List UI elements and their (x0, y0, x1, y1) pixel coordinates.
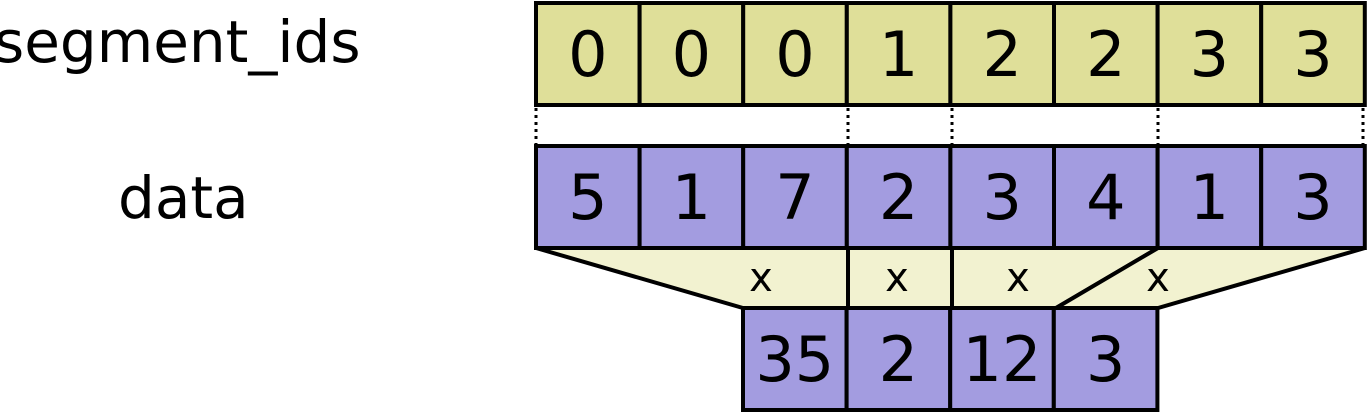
segment-id-cell-value: 0 (672, 18, 711, 91)
operator-label: x (749, 255, 773, 301)
result-cell-value: 35 (755, 323, 834, 396)
data-cell-value: 1 (672, 161, 711, 234)
segment-id-cell: 3 (1155, 1, 1264, 107)
data-cell-value: 3 (1293, 161, 1332, 234)
data-cell-value: 4 (1086, 161, 1125, 234)
segment-id-cell: 0 (534, 1, 642, 107)
segment-id-cell-value: 0 (775, 18, 814, 91)
result-cell: 3 (1051, 306, 1160, 412)
segment-ids-label: segment_ids (0, 8, 361, 76)
result-row: 35 2 12 3 (741, 306, 1160, 412)
operator-labels: x x x x (749, 255, 1170, 301)
operator-label: x (1006, 255, 1030, 301)
data-cell-value: 7 (775, 161, 814, 234)
data-cell-box (1259, 144, 1367, 250)
data-cell-box (1052, 144, 1160, 250)
data-cell: 4 (1052, 144, 1160, 250)
segment-id-cell: 2 (1052, 1, 1160, 107)
segment-id-cell: 0 (741, 1, 849, 107)
data-cell: 7 (741, 144, 849, 250)
data-cell-box (948, 144, 1057, 250)
data-cell-value: 3 (982, 161, 1021, 234)
funnel-segment-0 (535, 246, 850, 310)
result-cell-value: 3 (1086, 323, 1125, 396)
segment-id-cell-value: 0 (568, 18, 607, 91)
segment-reduction-funnels (535, 246, 1366, 310)
result-cell: 12 (948, 306, 1056, 412)
segment-id-cell-value: 1 (879, 18, 918, 91)
result-cell-box (844, 306, 953, 412)
segment-id-cell-value: 2 (1086, 18, 1125, 91)
segment-id-cell: 3 (1259, 1, 1367, 107)
segment-id-cell-box (1155, 1, 1264, 107)
data-cell-value: 5 (568, 161, 607, 234)
result-cell: 2 (844, 306, 953, 412)
segment-id-cell-box (1052, 1, 1160, 107)
result-cell-value: 2 (879, 323, 918, 396)
data-cell-value: 2 (879, 161, 918, 234)
data-cell: 3 (1259, 144, 1367, 250)
data-cell-value: 1 (1190, 161, 1229, 234)
result-cell-box (1051, 306, 1160, 412)
segment-id-cell: 1 (844, 1, 953, 107)
operator-label: x (885, 255, 909, 301)
segment-id-cell-box (1259, 1, 1367, 107)
data-cell: 3 (948, 144, 1057, 250)
data-cell: 5 (534, 144, 642, 250)
result-cell: 35 (741, 306, 849, 412)
segment-id-cell: 2 (948, 1, 1057, 107)
segment-id-cell-value: 3 (1293, 18, 1332, 91)
data-label: data (118, 164, 249, 232)
data-cell-box (844, 144, 953, 250)
data-cell: 2 (844, 144, 953, 250)
segment-id-cell-value: 3 (1190, 18, 1229, 91)
data-cell: 1 (637, 144, 746, 250)
segment-id-cell: 0 (637, 1, 746, 107)
segment-boundary-connectors (534, 108, 1365, 146)
result-cell-box (741, 306, 849, 412)
segment-id-cell-value: 2 (982, 18, 1021, 91)
data-cell-box (741, 144, 849, 250)
data-cell-box (1155, 144, 1264, 250)
operator-label: x (1146, 255, 1170, 301)
result-cell-value: 12 (963, 323, 1042, 396)
data-cell: 1 (1155, 144, 1264, 250)
